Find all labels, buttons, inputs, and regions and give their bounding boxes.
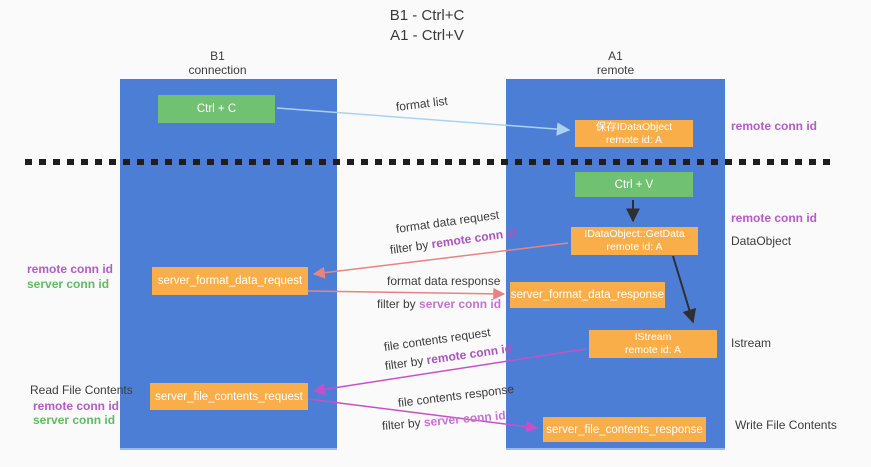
save-idataobject-line2: remote id: A	[605, 133, 663, 146]
ctrl-v-label: Ctrl + V	[614, 178, 654, 191]
server-conn-id-label-left-mid: server conn id	[27, 277, 110, 291]
lane-left-subtitle: connection	[188, 63, 247, 77]
header-b1-connection: B1 connection	[130, 49, 305, 77]
istream-line2: remote id: A	[624, 344, 682, 356]
filter-by-text: filter by	[377, 297, 420, 311]
save-idataobject-line1: 保存IDataObject	[595, 120, 673, 133]
diagram-title-line1: B1 - Ctrl+C	[389, 7, 465, 24]
server-format-data-request-box: server_format_data_request	[152, 267, 308, 295]
remote-conn-id-label-right: remote conn id	[731, 211, 818, 225]
format-data-response-filter-label: filter by server conn id	[377, 297, 501, 311]
istream-side-label: Istream	[731, 336, 772, 350]
server-conn-id-highlight: server conn id	[419, 297, 502, 311]
server-format-data-request-label: server_format_data_request	[157, 275, 303, 287]
server-file-contents-request-label: server_file_contents_request	[155, 390, 303, 403]
write-file-contents-label: Write File Contents	[735, 418, 837, 432]
remote-conn-id-label-left-mid: remote conn id	[27, 262, 114, 276]
separator-dashed-line	[25, 159, 833, 165]
format-data-response-arrow	[307, 287, 506, 300]
server-conn-id-highlight: server conn id	[423, 408, 507, 430]
server-file-contents-response-label: server_file_contents_response	[546, 423, 703, 436]
filter-by-text: filter by	[389, 237, 433, 257]
filter-by-text: filter by	[381, 415, 425, 433]
diagram-title-line2: A1 - Ctrl+V	[390, 27, 464, 44]
file-contents-response-label: file contents response	[397, 381, 515, 410]
dataobject-label: DataObject	[731, 234, 792, 248]
format-data-response-label: format data response	[387, 274, 501, 288]
lane-left-name: B1	[210, 49, 225, 63]
server-conn-id-label-left-bottom: server conn id	[33, 413, 116, 427]
ctrl-c-label: Ctrl + C	[196, 103, 237, 115]
idataobject-getdata-box: IDataObject::GetData remote id: A	[571, 227, 698, 255]
remote-conn-id-label-top: remote conn id	[731, 119, 818, 133]
header-a1-remote: A1 remote	[506, 49, 725, 77]
istream-box: IStream remote id: A	[589, 330, 717, 358]
lane-right-subtitle: remote	[596, 63, 635, 77]
server-format-data-response-label: server_format_data_response	[510, 289, 665, 301]
ctrl-c-box: Ctrl + C	[158, 95, 275, 123]
ctrl-v-box: Ctrl + V	[575, 172, 693, 197]
lane-right-name: A1	[608, 49, 623, 63]
remote-conn-id-label-left-bottom: remote conn id	[33, 399, 120, 413]
filter-by-text: filter by	[384, 353, 428, 373]
getdata-line1: IDataObject::GetData	[584, 228, 685, 240]
server-file-contents-request-box: server_file_contents_request	[150, 383, 308, 410]
server-format-data-response-box: server_format_data_response	[510, 282, 665, 308]
getdata-line2: remote id: A	[606, 241, 663, 253]
read-file-contents-label: Read File Contents	[30, 383, 133, 397]
server-file-contents-response-box: server_file_contents_response	[543, 417, 706, 442]
format-list-label: format list	[395, 93, 449, 114]
istream-line1: IStream	[634, 331, 672, 343]
file-contents-response-filter-label: filter by server conn id	[381, 408, 506, 433]
save-idataobject-box: 保存IDataObject remote id: A	[575, 120, 693, 147]
